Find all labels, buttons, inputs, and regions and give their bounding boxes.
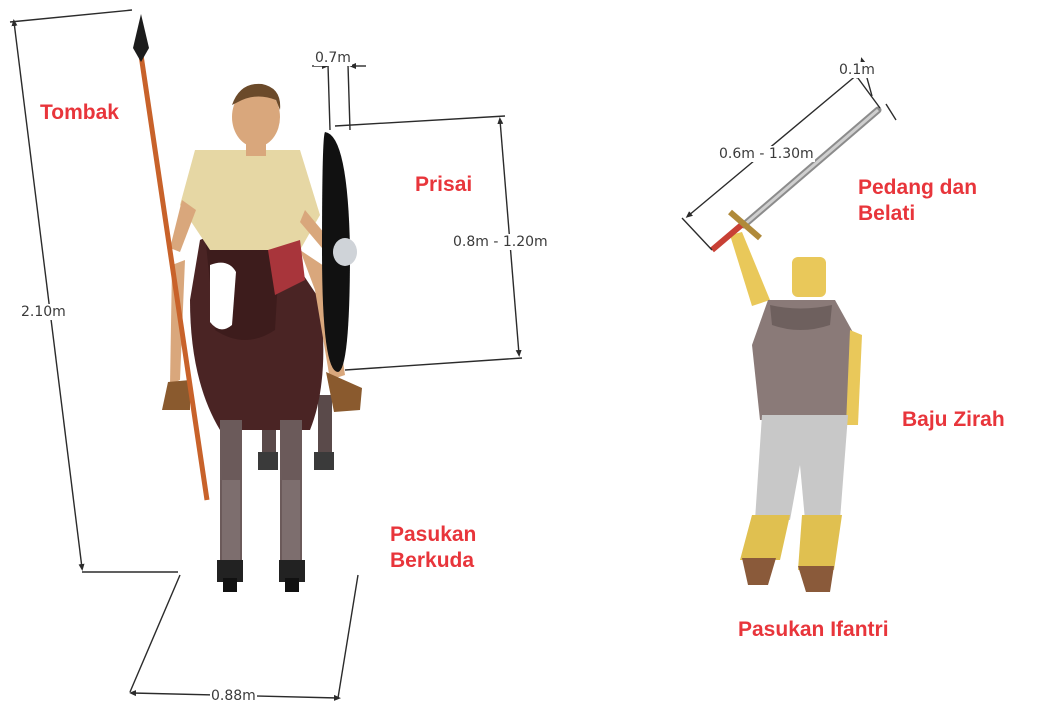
cavalry-label: Pasukan Berkuda (390, 522, 476, 574)
sword-label: Pedang dan Belati (858, 175, 977, 227)
sword-label-line-2: Belati (858, 201, 977, 227)
sword-label-line-1: Pedang dan (858, 175, 977, 201)
horse-width-dimension: 0.88m (210, 688, 257, 704)
cavalry-figure (133, 14, 362, 592)
sword-width-dimension: 0.1m (838, 62, 876, 78)
infantry-label: Pasukan Ifantri (738, 617, 889, 643)
sword-length-dimension: 0.6m - 1.30m (718, 146, 815, 162)
armor-label: Baju Zirah (902, 407, 1005, 433)
spear-label: Tombak (40, 100, 119, 126)
infantry-figure (712, 110, 878, 592)
shield-label: Prisai (415, 172, 472, 198)
shield-width-dimension: 0.7m (314, 50, 352, 66)
spear-length-dimension: 2.10m (20, 304, 67, 320)
cavalry-label-line-2: Berkuda (390, 548, 476, 574)
cavalry-label-line-1: Pasukan (390, 522, 476, 548)
shield-height-dimension: 0.8m - 1.20m (452, 234, 549, 250)
